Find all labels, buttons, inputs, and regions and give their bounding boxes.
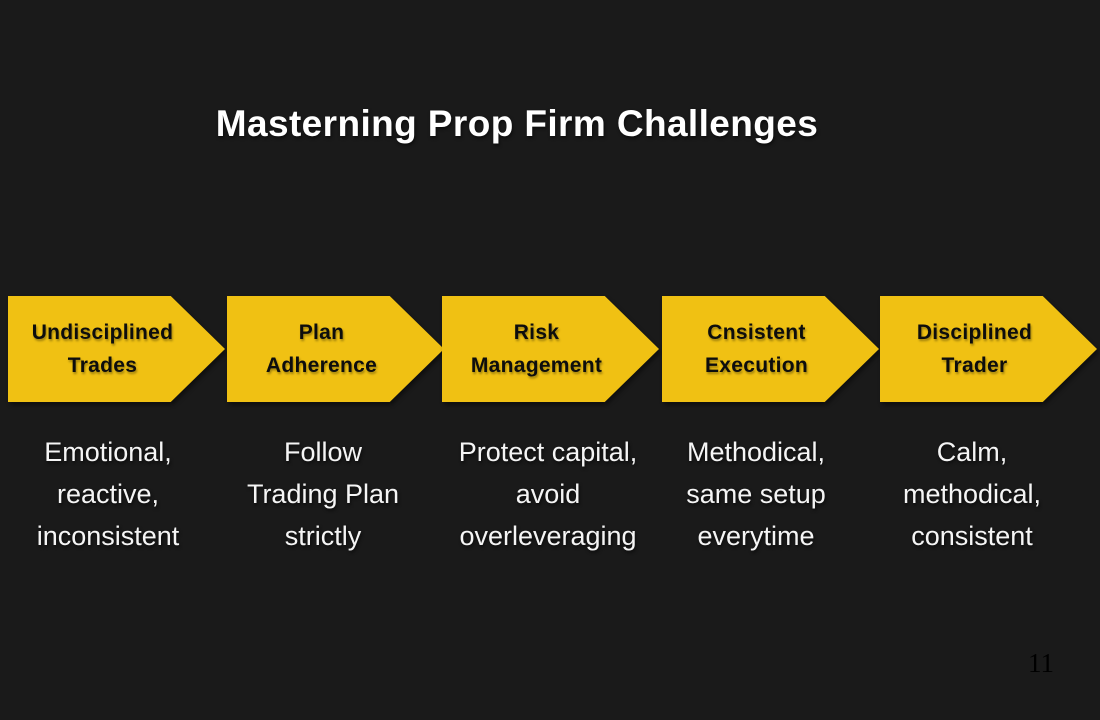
arrow-shape: Cnsistent Execution xyxy=(662,296,879,402)
step-label-line: Adherence xyxy=(265,354,378,377)
step-arrow-undisciplined-trades: Undisciplined Trades xyxy=(8,296,225,402)
step-label-line: Disciplined xyxy=(916,321,1033,344)
description-line: consistent xyxy=(911,521,1033,551)
arrow-shape: Risk Management xyxy=(442,296,659,402)
description-line: Methodical, xyxy=(686,437,826,467)
description-line: Calm, xyxy=(936,437,1008,467)
step-description-plan-adherence: Follow Trading Plan strictly xyxy=(198,431,448,557)
step-label-line: Execution xyxy=(704,354,809,377)
step-arrow-risk-management: Risk Management xyxy=(442,296,659,402)
description-line: Trading Plan xyxy=(246,479,400,509)
step-arrow-disciplined-trader: Disciplined Trader xyxy=(880,296,1097,402)
step-label-line: Management xyxy=(470,354,603,377)
step-description-cnsistent-execution: Methodical, same setup everytime xyxy=(631,431,881,557)
step-label-line: Trades xyxy=(67,354,138,377)
arrow-shape: Undisciplined Trades xyxy=(8,296,225,402)
description-line: Follow xyxy=(283,437,363,467)
description-line: Protect capital, xyxy=(458,437,638,467)
description-line: Emotional, xyxy=(44,437,172,467)
description-line: strictly xyxy=(284,521,362,551)
description-line: reactive, xyxy=(56,479,160,509)
step-description-undisciplined-trades: Emotional, reactive, inconsistent xyxy=(0,431,233,557)
step-arrow-plan-adherence: Plan Adherence xyxy=(227,296,444,402)
arrow-shape: Disciplined Trader xyxy=(880,296,1097,402)
description-line: everytime xyxy=(697,521,815,551)
page-number: 11 xyxy=(1028,648,1054,678)
step-label-line: Cnsistent xyxy=(707,321,806,344)
description-line: avoid xyxy=(515,479,581,509)
step-label-line: Plan xyxy=(298,321,345,344)
step-description-risk-management: Protect capital, avoid overleveraging xyxy=(423,431,673,557)
description-line: inconsistent xyxy=(36,521,180,551)
description-line: same setup xyxy=(686,479,826,509)
slide-title: Masterning Prop Firm Challenges xyxy=(215,103,819,144)
arrow-shape: Plan Adherence xyxy=(227,296,444,402)
step-label-line: Trader xyxy=(941,354,1008,377)
step-description-disciplined-trader: Calm, methodical, consistent xyxy=(847,431,1097,557)
description-line: methodical, xyxy=(902,479,1042,509)
step-label-line: Risk xyxy=(513,321,560,344)
step-arrow-cnsistent-execution: Cnsistent Execution xyxy=(662,296,879,402)
step-label-line: Undisciplined xyxy=(31,321,174,344)
description-line: overleveraging xyxy=(459,521,637,551)
